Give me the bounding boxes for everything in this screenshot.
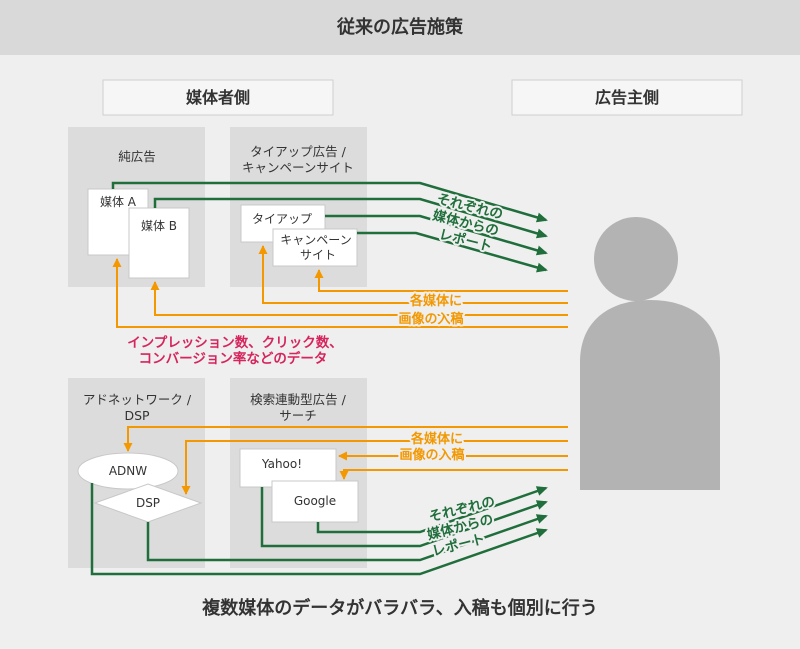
submission-arrow-tieup [258,245,568,304]
dsp-label: DSP [136,496,160,510]
submission-arrow-dsp [181,440,568,495]
panel-title: サーチ [279,408,317,423]
media-b-label: 媒体 B [141,219,177,233]
campaign-site-label: キャンペーン [280,233,351,247]
panel-title: 検索連動型広告 / [250,392,346,407]
metrics-label: コンバージョン率などのデータ [139,350,328,367]
dsp-node: DSP [93,483,203,523]
panel-title: アドネットワーク / [83,392,192,407]
advertiser-side-box [511,79,743,116]
submission-label-top: 各媒体に [409,293,462,309]
summary-text: 複数媒体のデータがバラバラ、入稿も個別に行う [201,597,597,619]
report-arrow-media-a [111,181,548,223]
submission-arrow-media-b [150,281,568,316]
media-b-box: 媒体 B [128,207,190,279]
report-arrow-tieup [325,214,548,256]
submission-arrow-campaign [314,269,568,292]
advertiser-side-label: 広告主側 [595,88,659,107]
panel-title: キャンペーンサイト [242,160,354,175]
google-label: Google [294,494,336,508]
adnw-label: ADNW [109,464,147,478]
adnw-node: ADNW [77,452,179,490]
submission-arrow-media-a [112,258,568,328]
campaign-site-box: キャンペーン サイト [272,228,358,267]
report-arrow-dsp [146,514,548,562]
page-title: 従来の広告施策 [336,16,464,38]
media-a-label: 媒体 A [100,195,137,209]
panel-title: タイアップ広告 / [250,144,346,159]
submission-arrow-adnw [123,426,568,452]
yahoo-label: Yahoo! [261,457,302,471]
header-bar [0,0,800,55]
campaign-site-label: サイト [300,248,336,262]
report-arrow-google [316,486,548,534]
publisher-side-label: 媒体者側 [186,88,250,107]
report-arrow-adnw [90,483,548,576]
publisher-side-box [102,79,334,116]
metrics-label: インプレッション数、クリック数、 [127,334,343,351]
tieup-label: タイアップ [252,212,312,226]
submission-arrow-google [339,469,568,480]
submission-label-top: 画像の入稿 [398,311,463,327]
report-arrow-yahoo [260,487,548,548]
report-arrow-media-b [153,197,548,239]
google-box: Google [271,480,359,523]
submission-label-bottom: 画像の入稿 [399,447,464,463]
report-arrow-campaign [357,231,548,273]
advertiser-person-icon [580,217,720,490]
submission-label-bottom: 各媒体に [410,431,463,447]
panel-title: DSP [124,408,150,423]
panel-title: 純広告 [118,149,156,164]
